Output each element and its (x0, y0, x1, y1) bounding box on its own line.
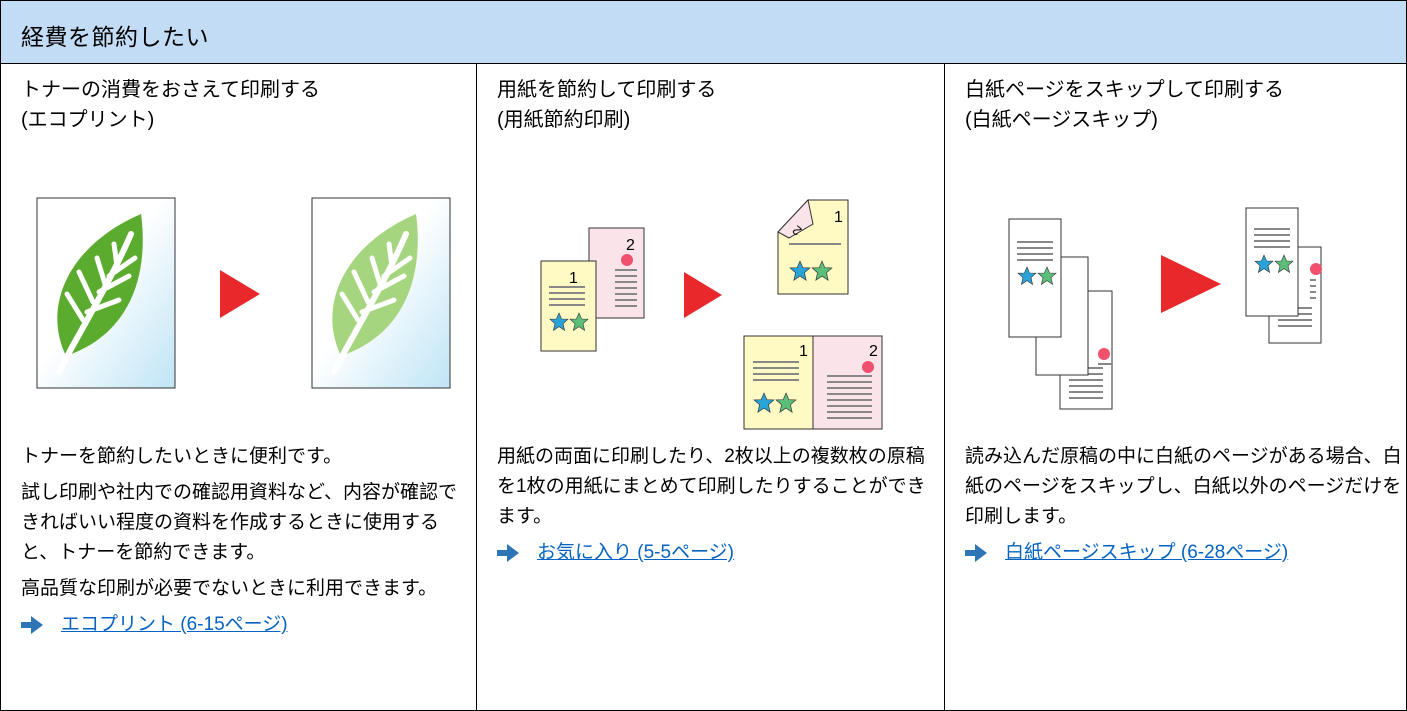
column-title-line1: 白紙ページをスキップして印刷する (965, 79, 1284, 101)
page-2-icon: 2 (588, 227, 645, 319)
duplex-page-icon: 1 2 (777, 198, 849, 295)
column-title-line2: (用紙節約印刷) (497, 109, 631, 131)
column-title-line2: (エコプリント) (21, 109, 155, 131)
column-paper-saving: 用紙を節約して印刷する (用紙節約印刷) 2 1 (477, 64, 945, 710)
page-number-label: 1 (834, 209, 843, 226)
original-stack-icon (1008, 218, 1113, 410)
page-number-label: 2 (869, 343, 878, 360)
page-1-icon: 1 (540, 260, 597, 352)
arrow-right-icon (684, 272, 722, 318)
column-title: 用紙を節約して印刷する (用紙節約印刷) (497, 75, 716, 135)
column-blank-page-skip: 白紙ページをスキップして印刷する (白紙ページスキップ) (945, 64, 1406, 710)
original-page-icon (36, 197, 176, 389)
blank-page-skip-illustration (1008, 207, 1322, 410)
eco-print-illustration (36, 197, 451, 389)
column-title-line2: (白紙ページスキップ) (965, 109, 1158, 131)
blank-page-skip-link[interactable]: 白紙ページスキップ (6-28ページ) (1005, 542, 1289, 563)
column-title: 白紙ページをスキップして印刷する (白紙ページスキップ) (965, 75, 1284, 135)
page-header: 経費を節約したい (1, 1, 1406, 64)
eco-print-link[interactable]: エコプリント (6-15ページ) (61, 614, 288, 635)
link-arrow-icon (21, 616, 43, 634)
description-paragraph: 読み込んだ原稿の中に白紙のページがある場合、白紙のページをスキップし、白紙以外の… (965, 446, 1402, 527)
leaf-dark-icon (56, 214, 143, 375)
column-title-line1: 用紙を節約して印刷する (497, 79, 717, 101)
column-description: トナーを節約したいときに便利です。 試し印刷や社内での確認用資料など、内容が確認… (21, 442, 461, 640)
eco-page-icon (311, 197, 451, 389)
column-title-line1: トナーの消費をおさえて印刷する (21, 79, 320, 101)
link-arrow-icon (497, 544, 519, 562)
favorites-link[interactable]: お気に入り (5-5ページ) (537, 542, 735, 563)
reference-link-row: エコプリント (6-15ページ) (21, 610, 461, 640)
paper-saving-illustration: 2 1 (540, 198, 883, 430)
reference-link-row: 白紙ページスキップ (6-28ページ) (965, 538, 1405, 568)
page-number-label: 1 (799, 343, 808, 360)
output-stack-icon (1245, 207, 1322, 344)
description-paragraph: 試し印刷や社内での確認用資料など、内容が確認できればいい程度の資料を作成するとき… (21, 482, 458, 563)
description-paragraph: 用紙の両面に印刷したり、2枚以上の複数枚の原稿を1枚の用紙にまとめて印刷したりす… (497, 446, 926, 527)
column-title: トナーの消費をおさえて印刷する (エコプリント) (21, 75, 320, 135)
reference-link-row: お気に入り (5-5ページ) (497, 538, 937, 568)
description-paragraph: トナーを節約したいときに便利です。 (21, 446, 343, 467)
link-arrow-icon (965, 544, 987, 562)
arrow-right-icon (1161, 255, 1221, 313)
page-title: 経費を節約したい (21, 24, 209, 50)
page-number-label: 2 (626, 237, 635, 254)
arrow-right-icon (220, 270, 260, 318)
leaf-light-icon (331, 214, 418, 375)
two-up-page-icon: 1 2 (743, 335, 883, 430)
column-description: 読み込んだ原稿の中に白紙のページがある場合、白紙のページをスキップし、白紙以外の… (965, 442, 1405, 568)
description-paragraph: 高品質な印刷が必要でないときに利用できます。 (21, 578, 438, 599)
page-number-label: 1 (569, 270, 578, 287)
column-eco-print: トナーの消費をおさえて印刷する (エコプリント) (1, 64, 477, 710)
column-description: 用紙の両面に印刷したり、2枚以上の複数枚の原稿を1枚の用紙にまとめて印刷したりす… (497, 442, 937, 568)
